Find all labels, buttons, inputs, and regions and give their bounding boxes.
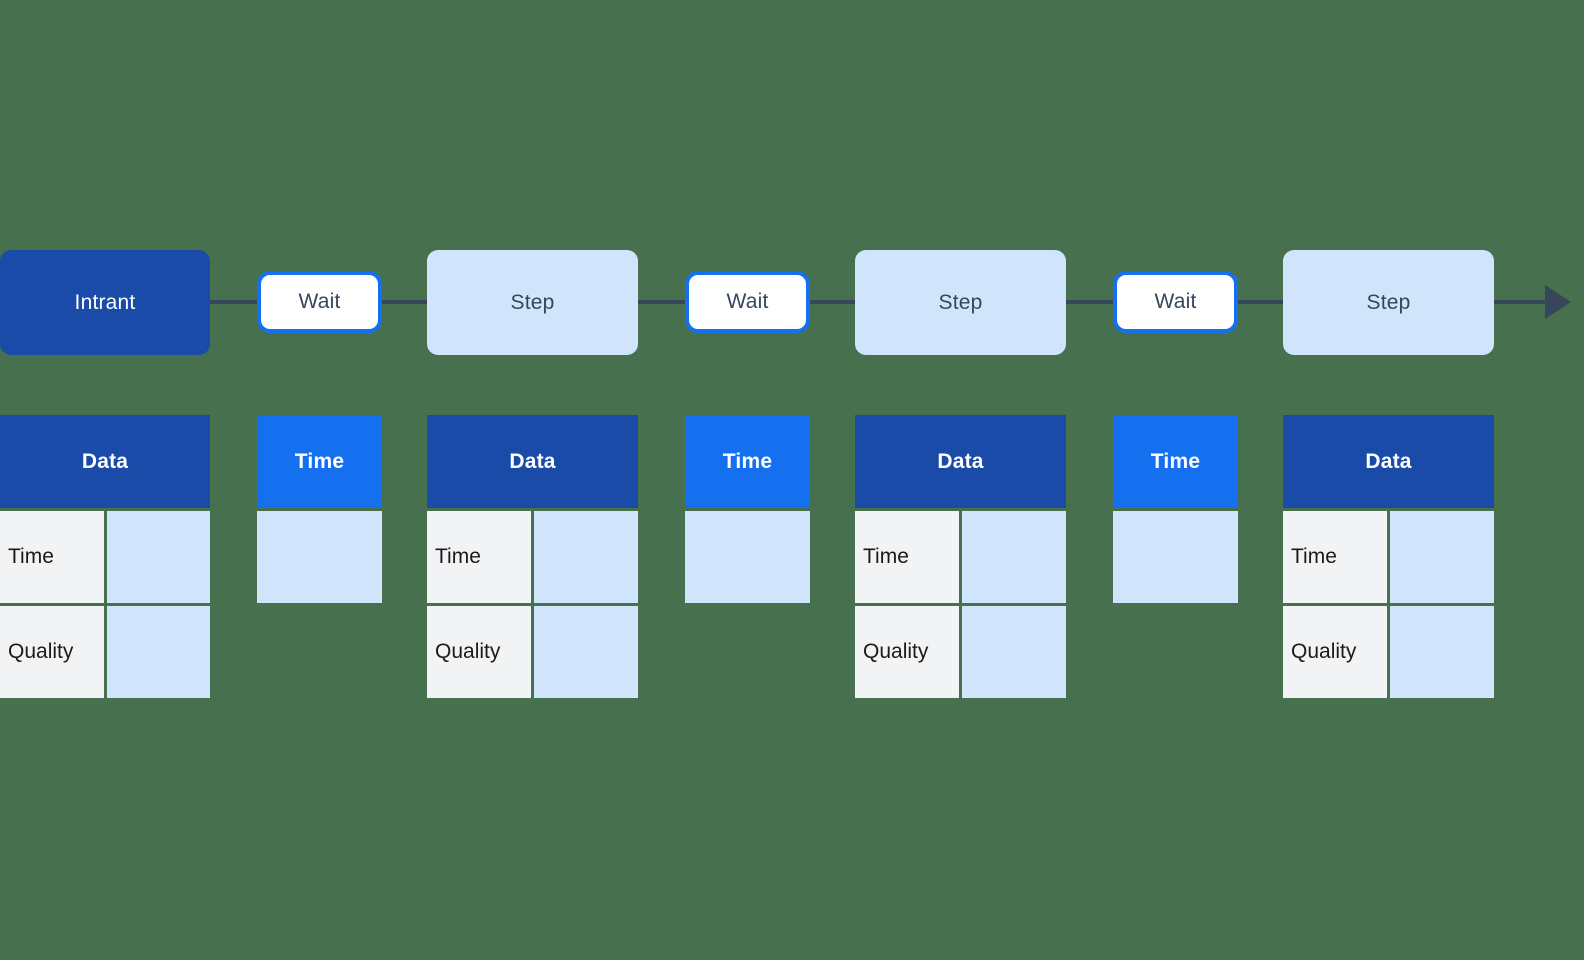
flow-node-wait-2[interactable]: Wait <box>685 271 810 333</box>
table-row-value[interactable] <box>534 511 638 603</box>
flow-node-label: Wait <box>298 290 341 313</box>
flow-connector-3 <box>638 300 685 304</box>
table-row-label: Time <box>855 511 959 603</box>
table-header-label: Data <box>81 449 129 473</box>
flow-node-step-3[interactable]: Step <box>1283 250 1494 355</box>
flow-connector-4 <box>810 300 855 304</box>
table-header-time-2: Time <box>685 415 810 508</box>
table-row-label: Time <box>0 511 104 603</box>
table-row-label-text: Time <box>435 545 481 568</box>
table-header-time-1: Time <box>257 415 382 508</box>
table-row-value[interactable] <box>1113 511 1238 603</box>
table-header-data-4: Data <box>1283 415 1494 508</box>
flow-node-label: Wait <box>726 290 769 313</box>
table-header-label: Time <box>294 449 345 473</box>
table-row-value[interactable] <box>685 511 810 603</box>
flow-node-step-1[interactable]: Step <box>427 250 638 355</box>
flow-node-wait-1[interactable]: Wait <box>257 271 382 333</box>
flow-node-wait-3[interactable]: Wait <box>1113 271 1238 333</box>
flow-node-label: Step <box>510 290 555 314</box>
table-row-label-text: Quality <box>1291 640 1357 663</box>
table-row-label: Quality <box>1283 606 1387 698</box>
flow-node-label: Step <box>1366 290 1411 314</box>
table-row-label: Time <box>1283 511 1387 603</box>
table-header-data-2: Data <box>427 415 638 508</box>
table-header-label: Data <box>937 449 984 473</box>
table-row-label-text: Quality <box>863 640 929 663</box>
table-header-label: Time <box>722 449 773 473</box>
flow-connector-6 <box>1238 300 1283 304</box>
flow-arrow-head-icon <box>1545 285 1571 319</box>
table-row-label-text: Time <box>8 545 54 568</box>
metrics-table-time-3: Time <box>1113 415 1238 606</box>
metrics-table-time-2: Time <box>685 415 810 606</box>
table-header-label: Data <box>1365 449 1412 473</box>
table-row-value[interactable] <box>962 511 1066 603</box>
table-row-value[interactable] <box>1390 511 1494 603</box>
flow-node-label: Wait <box>1154 290 1197 313</box>
flow-node-step-2[interactable]: Step <box>855 250 1066 355</box>
metrics-table-time-1: Time <box>257 415 382 606</box>
table-row-value[interactable] <box>534 606 638 698</box>
table-header-data-3: Data <box>855 415 1066 508</box>
process-flow-row: Intrant Wait Step Wait Step Wait Step <box>0 250 1584 355</box>
flow-node-label: Intrant <box>74 290 136 314</box>
flow-connector-1 <box>210 300 257 304</box>
table-row-label-text: Time <box>1291 545 1337 568</box>
table-row-value[interactable] <box>107 511 210 603</box>
table-header-time-3: Time <box>1113 415 1238 508</box>
table-header-data-1: Data <box>0 415 210 508</box>
table-row-value[interactable] <box>962 606 1066 698</box>
table-row-label-text: Time <box>863 545 909 568</box>
flow-node-label: Step <box>938 290 983 314</box>
flow-node-intrant[interactable]: Intrant <box>0 250 210 355</box>
table-row-label: Quality <box>427 606 531 698</box>
flow-connector-2 <box>382 300 427 304</box>
table-row-value[interactable] <box>257 511 382 603</box>
table-row-value[interactable] <box>107 606 210 698</box>
table-header-label: Data <box>509 449 556 473</box>
flow-connector-7 <box>1494 300 1552 304</box>
table-row-label: Time <box>427 511 531 603</box>
table-header-label: Time <box>1150 449 1201 473</box>
table-row-label: Quality <box>855 606 959 698</box>
table-row-label: Quality <box>0 606 104 698</box>
table-row-label-text: Quality <box>8 640 74 663</box>
table-row-label-text: Quality <box>435 640 501 663</box>
table-row-value[interactable] <box>1390 606 1494 698</box>
flow-connector-5 <box>1066 300 1113 304</box>
